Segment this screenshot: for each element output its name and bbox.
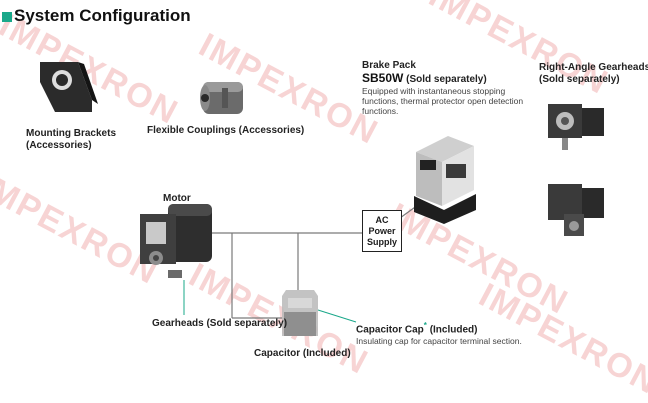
capacitor-cap-included: (Included)	[426, 324, 478, 336]
flexible-coupling-image	[200, 82, 243, 114]
ac-line3: Supply	[366, 236, 397, 247]
capacitor-cap-desc: Insulating cap for capacitor terminal se…	[356, 336, 522, 347]
leader-lines	[183, 280, 357, 323]
ac-power-supply-box: AC Power Supply	[362, 210, 402, 252]
wiring-lines	[205, 204, 419, 319]
right-angle-line2: (Sold separately)	[539, 74, 620, 85]
right-angle-gearhead-image	[548, 184, 604, 236]
brake-pack-model: SB50W	[362, 71, 404, 85]
brake-pack-model-line: SB50W (Sold separately)	[362, 72, 523, 86]
right-angle-gearhead-image	[548, 104, 604, 150]
capacitor-cap-mark: *	[423, 321, 427, 330]
right-angle-line1: Right-Angle Gearheads	[539, 62, 648, 73]
right-angle-gearheads-label: Right-Angle Gearheads (Sold separately)	[539, 62, 648, 86]
capacitor-cap-name: Capacitor Cap	[356, 324, 424, 336]
capacitor-cap-label: Capacitor Cap* (Included) Insulating cap…	[356, 320, 522, 346]
page-title: System Configuration	[14, 6, 191, 25]
brake-pack-desc-2: functions, thermal protector open detect…	[362, 96, 524, 106]
capacitor-cap-title: Capacitor Cap* (Included)	[356, 320, 522, 336]
title-marker	[2, 12, 12, 22]
brake-pack-sold-separately: (Sold separately)	[403, 74, 487, 85]
gearheads-label: Gearheads (Sold separately)	[152, 318, 288, 329]
motor-image	[140, 204, 212, 278]
motor-label: Motor	[163, 193, 191, 204]
brake-pack-title: Brake Pack	[362, 60, 416, 71]
brake-pack-desc-1: Equipped with instantaneous stopping	[362, 86, 506, 96]
mounting-brackets-line1: Mounting Brackets	[26, 128, 117, 139]
flexible-couplings-label: Flexible Couplings (Accessories)	[147, 125, 305, 136]
mounting-bracket-image	[40, 62, 98, 112]
capacitor-label: Capacitor (Included)	[254, 348, 351, 359]
brake-pack-desc-3: functions.	[362, 106, 399, 116]
brake-pack-label: Brake Pack SB50W (Sold separately) Equip…	[362, 60, 523, 116]
mounting-brackets-line2: (Accessories)	[26, 140, 92, 151]
ac-line1: AC	[375, 214, 389, 225]
ac-line2: Power	[368, 225, 396, 236]
brake-pack-image	[414, 136, 476, 224]
capacitor-image	[282, 290, 318, 336]
mounting-brackets-label: Mounting Brackets (Accessories)	[26, 128, 116, 152]
